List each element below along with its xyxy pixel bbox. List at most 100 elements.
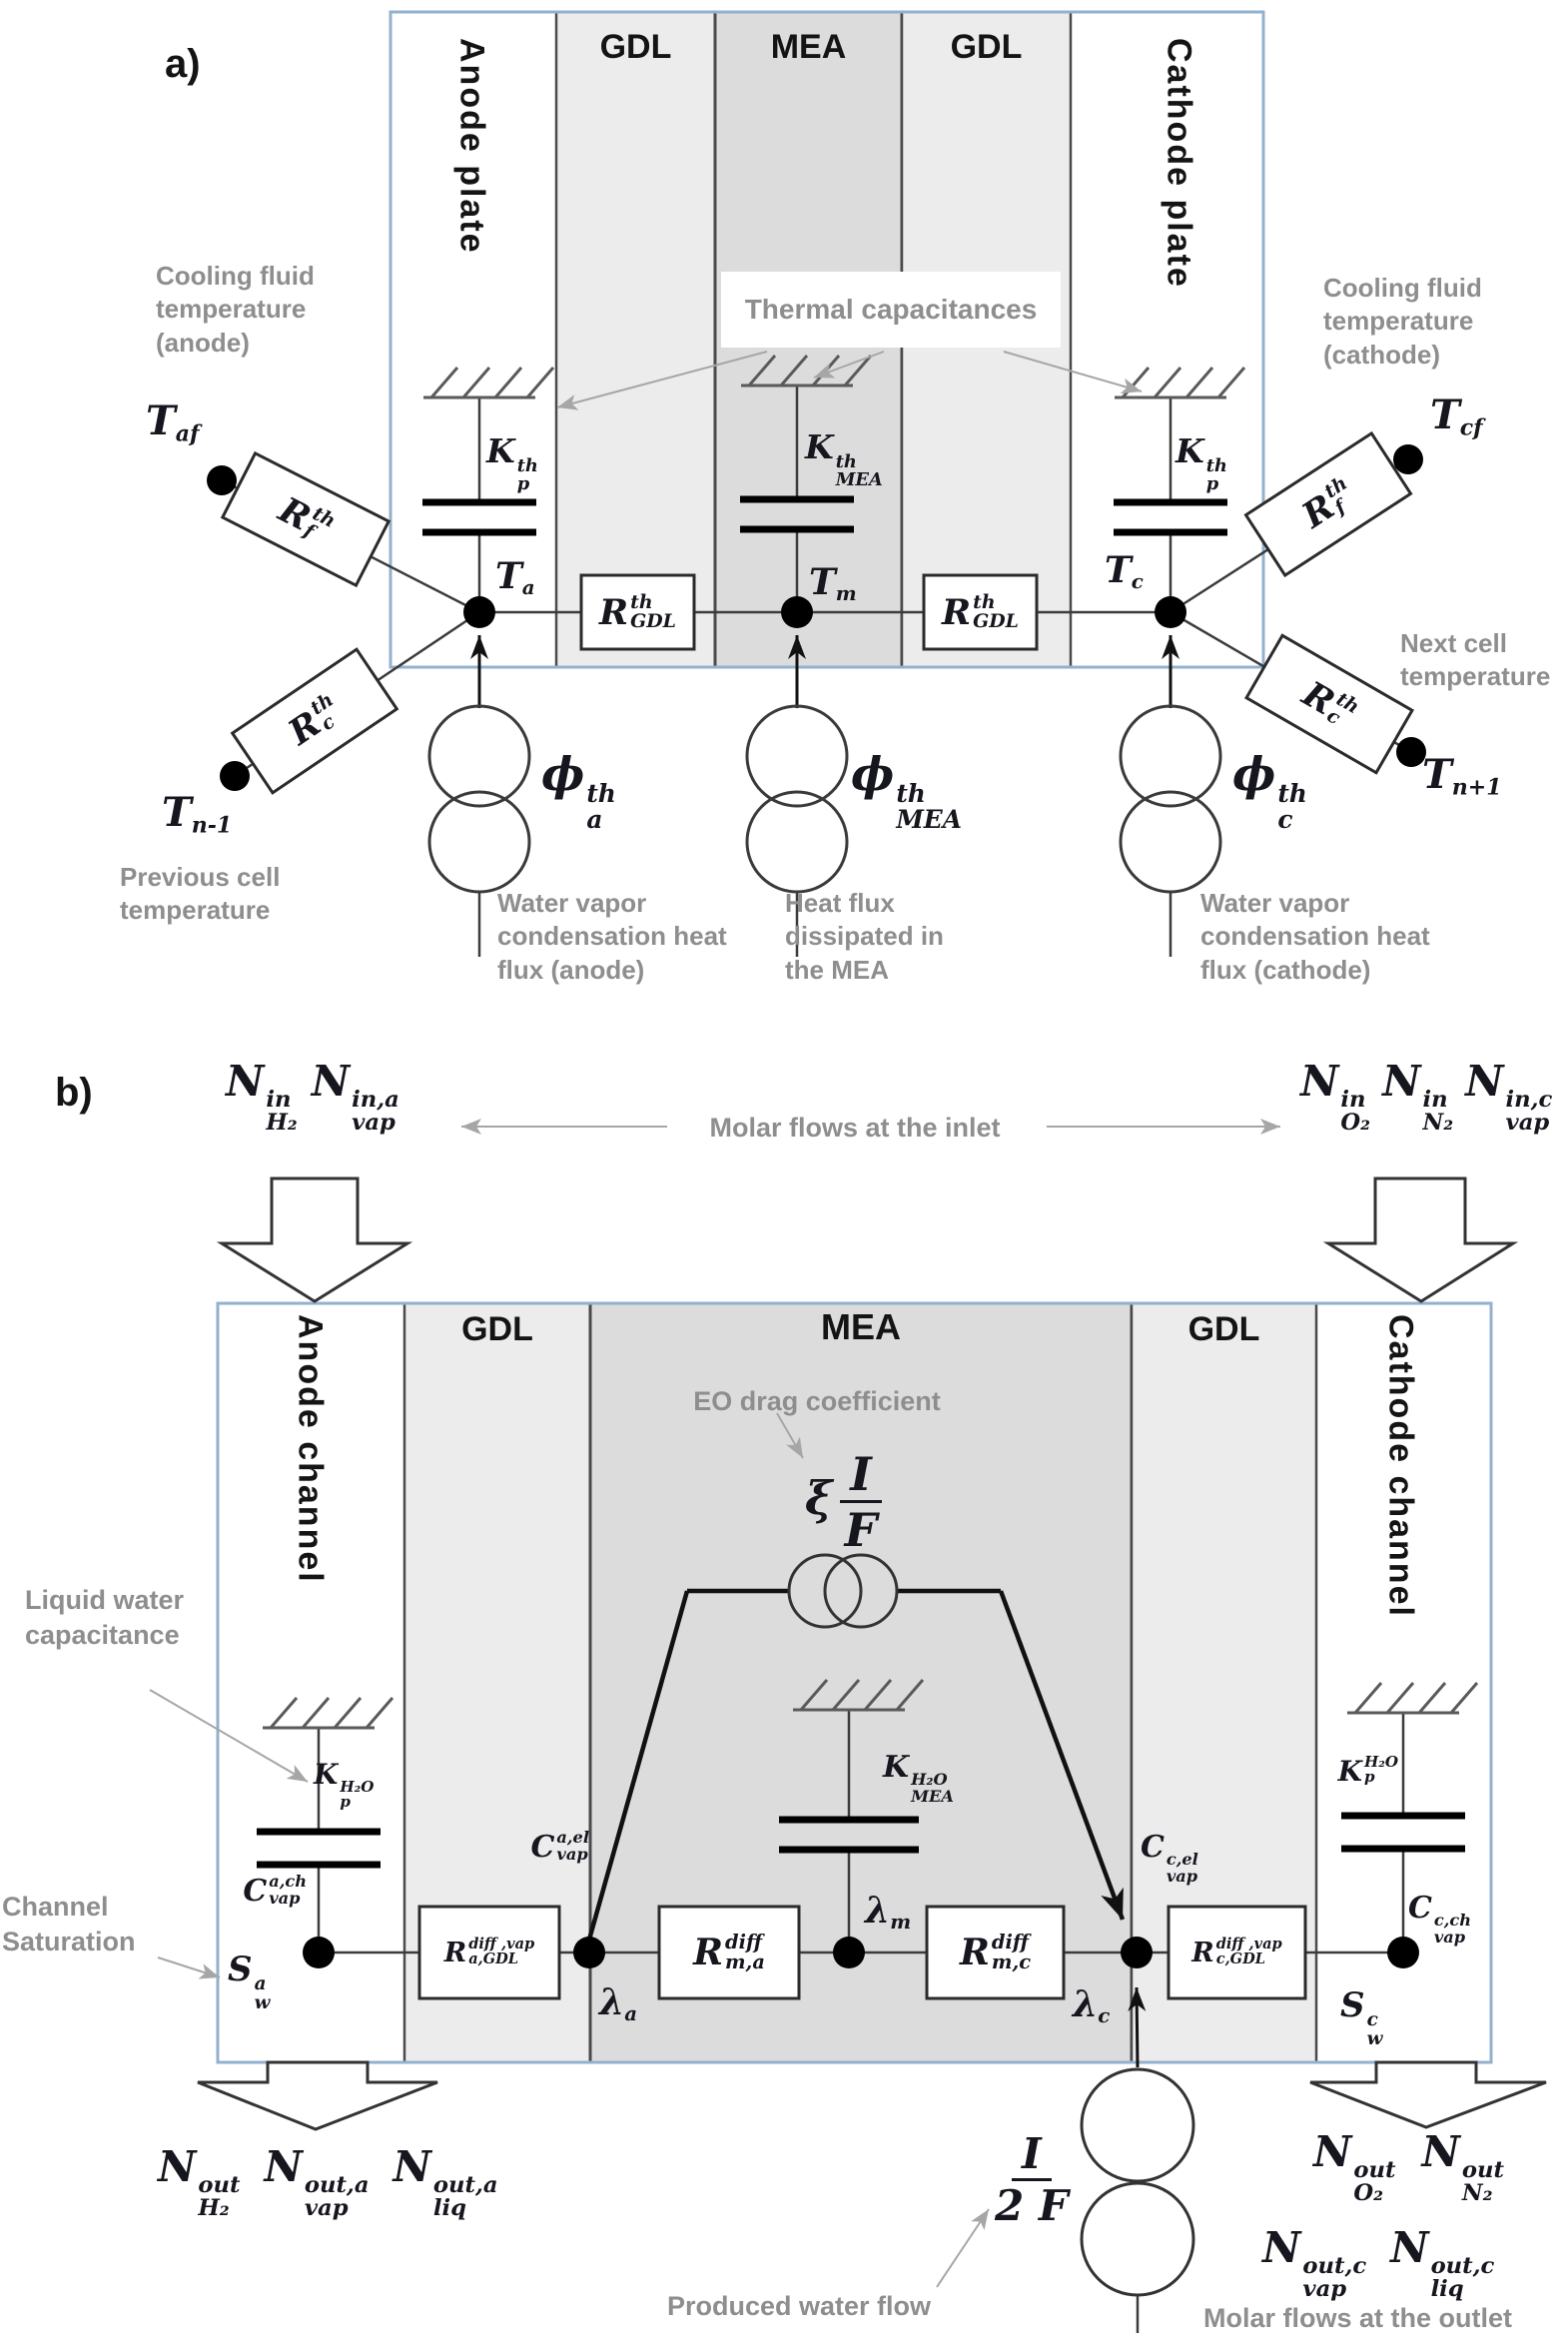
node-dot-tn2 [1396,737,1426,767]
thermal-cap-arrow-middle [813,351,885,379]
current-source-icon [823,1553,899,1629]
panel-a-gdl-left-column [554,10,717,669]
lambda-a-label: λa [599,1981,638,2025]
inlet-flow-arrow-anode-icon [216,1176,413,1303]
channel-saturation-arrow [157,1956,221,1979]
arrow-i2f-up [1128,1986,1147,2068]
current-source-icon [1080,2067,1195,2183]
molar-outlet-label: Molar flows at the outlet [1203,2303,1513,2333]
cooling-anode-label: Cooling fluid temperature (anode) [156,261,315,358]
node-dot-tn1 [220,761,250,791]
resistor-rf-right [1243,430,1413,578]
ground-icon [1345,1681,1479,1715]
panel-b-container [216,1301,1493,2064]
panel-b-nodes [303,1937,1419,1968]
thermal-cap-arrow-left [556,351,768,410]
header-gdl-right-a: GDL [950,28,1023,66]
panel-b-resistors [417,1905,1307,2000]
node-dot-ta [463,596,495,628]
flux-anode-label: Water vapor condensation heat flux (anod… [497,888,727,985]
current-source-icon [745,704,849,808]
node-dot-cvap-ach [303,1937,335,1968]
current-source-icon [1080,2181,1195,2297]
ground-icon [1113,366,1246,399]
panel-b-block-arrows [197,1176,1547,2131]
current-source-icon [745,790,849,894]
panel-a-label: a) [165,42,201,86]
ground-icon [261,1696,394,1730]
taf-label: Taf [146,397,200,447]
eo-drag-arrow [776,1412,804,1459]
panel-b-label: b) [55,1071,93,1115]
resistor-rf-left [220,450,392,588]
eo-diagonal-right-arrow [998,1590,1126,1921]
liquid-water-label: Liquid water capacitance [25,1585,185,1650]
current-source-icon [1119,704,1222,808]
panel-a-source-arrows [470,635,1179,708]
resistor-rc-left [230,647,399,795]
produced-water-label: Produced water flow [667,2291,932,2321]
flux-cathode-label: Water vapor condensation heat flux (cath… [1200,888,1430,985]
header-mea-a: MEA [770,28,847,66]
header-cathode-channel: Cathode channel [1381,1314,1420,1618]
outlet-flow-arrow-cathode-icon [1309,2060,1547,2129]
panel-a-current-sources [427,704,1222,894]
eo-drag-circuit [586,1553,1126,1941]
node-dot-lambda-m [833,1937,865,1968]
node-dot-tc [1155,596,1186,628]
node-dot-cvap-cch [1387,1937,1419,1968]
panel-a-resistors [220,430,1415,795]
panel-a-nodes [207,444,1426,791]
molar-inlet-label: Molar flows at the inlet [709,1113,1001,1143]
tm-label: Tm [809,561,857,605]
node-dot-lambda-c [1121,1937,1153,1968]
resistor-rma [657,1905,801,2000]
current-source-icon [1119,790,1222,894]
node-dot-lambda-a [573,1937,605,1968]
next-cell-label: Next cell temperature [1400,628,1551,692]
panel-a-annotation-arrows [556,351,1143,410]
resistor-rgdl-left [579,573,696,651]
node-dot-taf [207,465,237,495]
panel-b-annotation-arrows [149,1119,1280,2288]
cooling-cathode-label: Cooling fluid temperature (cathode) [1323,273,1482,370]
liquid-water-arrow [149,1689,309,1783]
node-dot-tcf [1393,444,1423,474]
outlet-flow-arrow-anode-icon [197,2060,438,2131]
tc-label: Tc [1105,549,1144,593]
thermal-capacitances-label: Thermal capacitances [721,272,1061,348]
current-source-icon [787,1553,863,1629]
header-gdl-right-b: GDL [1187,1310,1260,1348]
tcf-label: Tcf [1430,391,1483,441]
thermal-cap-arrow-right [1003,351,1143,394]
produced-water-circuit [1080,1986,1195,2297]
